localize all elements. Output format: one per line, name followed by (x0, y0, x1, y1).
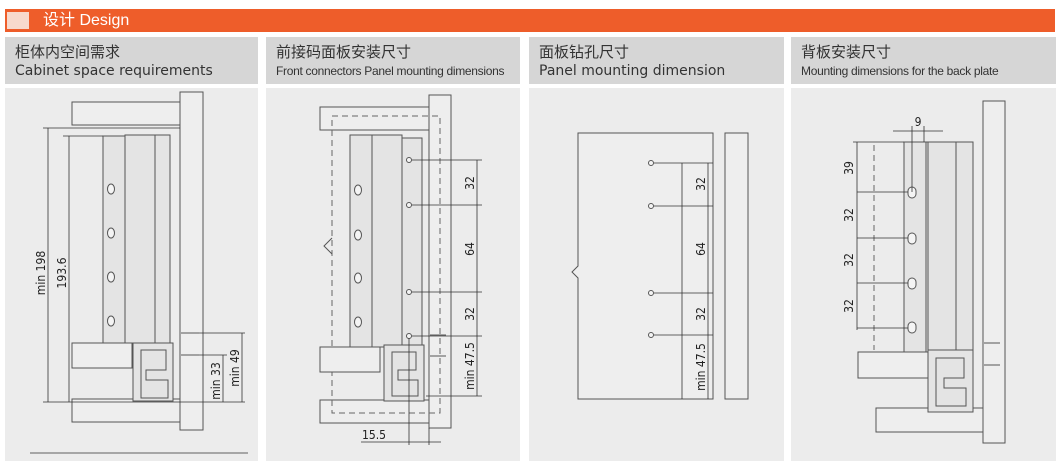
panel-header: 背板安装尺寸 Mounting dimensions for the back … (791, 37, 1056, 84)
front-panel (571, 132, 714, 400)
front-panel-outline (331, 115, 441, 414)
panel-title-cn: 前接码面板安装尺寸 (276, 43, 412, 61)
cabinet-side-wall (179, 91, 204, 431)
cabinet-side-wall (724, 132, 749, 400)
front-connector (401, 137, 423, 348)
runner-profile (927, 349, 974, 413)
dim-32-top: 32 (694, 177, 708, 191)
dim-32-top: 32 (463, 176, 477, 190)
drawing-back-plate: 9 39 32 32 32 (791, 88, 1056, 461)
dim-15-5: 15.5 (362, 428, 386, 442)
panel-title-cn: 背板安装尺寸 (801, 43, 892, 61)
dim-32-bottom: 32 (463, 307, 477, 321)
dim-193-6: 193.6 (55, 257, 69, 288)
panel-header: 前接码面板安装尺寸 Front connectors Panel mountin… (266, 37, 520, 84)
runner-profile (383, 344, 425, 402)
panel-title-en: Front connectors Panel mounting dimensio… (276, 64, 505, 78)
drawer-side-inner (903, 141, 927, 353)
panel-title-cn: 面板钻孔尺寸 (539, 43, 630, 61)
screw-icon (984, 342, 1000, 366)
drawer-side-inner (349, 134, 373, 348)
dim-32-c: 32 (842, 299, 856, 313)
bottom-shelf (319, 399, 430, 424)
dim-9: 9 (915, 115, 922, 129)
dim-min-49: min 49 (228, 349, 242, 387)
arrow-flag-icon (7, 12, 29, 29)
drawer-side-inner (102, 135, 126, 347)
bottom-shelf (71, 398, 181, 423)
dim-32-b: 32 (842, 253, 856, 267)
screw-icon (181, 332, 199, 356)
dim-39: 39 (842, 161, 856, 175)
drawing-panel-drilling: 32 64 32 min 47.5 (529, 88, 784, 461)
dim-min-47-5: min 47.5 (694, 343, 708, 391)
panel-header: 柜体内空间需求 Cabinet space requirements (5, 37, 258, 84)
dim-32-a: 32 (842, 208, 856, 222)
screw-icon (430, 334, 446, 357)
panel-title-en: Cabinet space requirements (15, 63, 213, 79)
panel-front-connectors: 前接码面板安装尺寸 Front connectors Panel mountin… (266, 37, 520, 461)
panel-title-en: Mounting dimensions for the back plate (801, 64, 999, 78)
top-shelf (319, 106, 430, 131)
runner-profile (132, 342, 174, 402)
dim-min-47-5: min 47.5 (463, 342, 477, 390)
panel-title-cn: 柜体内空间需求 (15, 43, 121, 61)
dim-32-bottom: 32 (694, 307, 708, 321)
panel-cabinet-space: 柜体内空间需求 Cabinet space requirements (5, 37, 258, 461)
drawer-side-outer (925, 141, 974, 353)
section-header-bar: 设计 Design (5, 9, 1055, 32)
dim-min-198: min 198 (34, 251, 48, 296)
drawer-bottom (71, 342, 133, 369)
panel-title-en: Panel mounting dimension (539, 63, 726, 79)
dim-64: 64 (463, 242, 477, 256)
drawing-cabinet-space: min 198 193.6 min 33 min 49 (5, 88, 258, 461)
panel-back-plate: 背板安装尺寸 Mounting dimensions for the back … (791, 37, 1056, 461)
panel-header: 面板钻孔尺寸 Panel mounting dimension (529, 37, 784, 84)
top-shelf (71, 101, 181, 126)
cabinet-side-wall (982, 100, 1006, 444)
dim-min-33: min 33 (209, 362, 223, 400)
section-title: 设计 Design (43, 12, 130, 29)
dim-64: 64 (694, 242, 708, 256)
drawer-side-outer (124, 134, 171, 346)
panel-mounting-dimension: 面板钻孔尺寸 Panel mounting dimension 32 64 32… (529, 37, 784, 461)
drawing-front-connectors: 32 64 32 min 47.5 15.5 (266, 88, 520, 461)
